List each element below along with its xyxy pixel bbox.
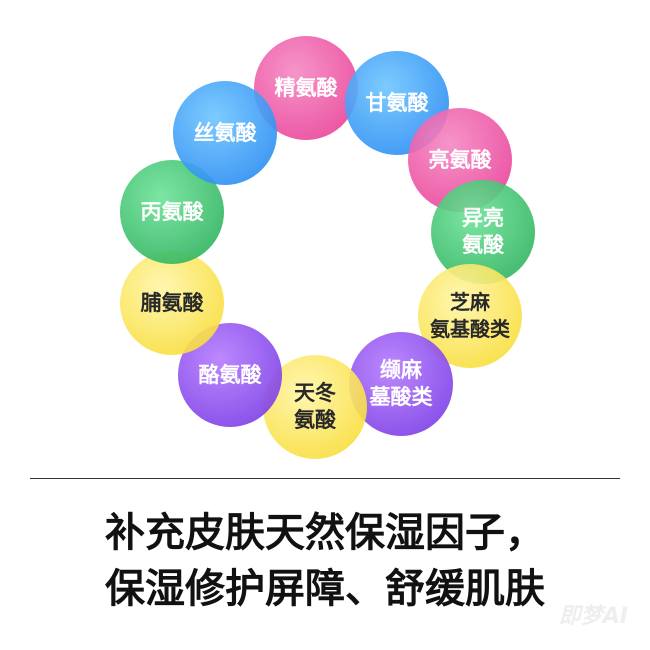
circle-isoleucine: 异亮 氨酸 — [431, 180, 535, 284]
circle-proline: 脯氨酸 — [120, 251, 224, 355]
watermark: 即梦AI — [558, 604, 628, 629]
circle-valine-class: 缬麻 墓酸类 — [349, 332, 453, 436]
headline-line-2: 保湿修护屏障、舒缓肌肤 — [105, 566, 545, 612]
headline-line-1: 补充皮肤天然保湿因子， — [105, 510, 545, 556]
circle-sesame-amino-acids: 芝麻 氨基酸类 — [418, 264, 522, 368]
circle-serine: 丝氨酸 — [173, 81, 277, 185]
divider — [30, 478, 620, 479]
